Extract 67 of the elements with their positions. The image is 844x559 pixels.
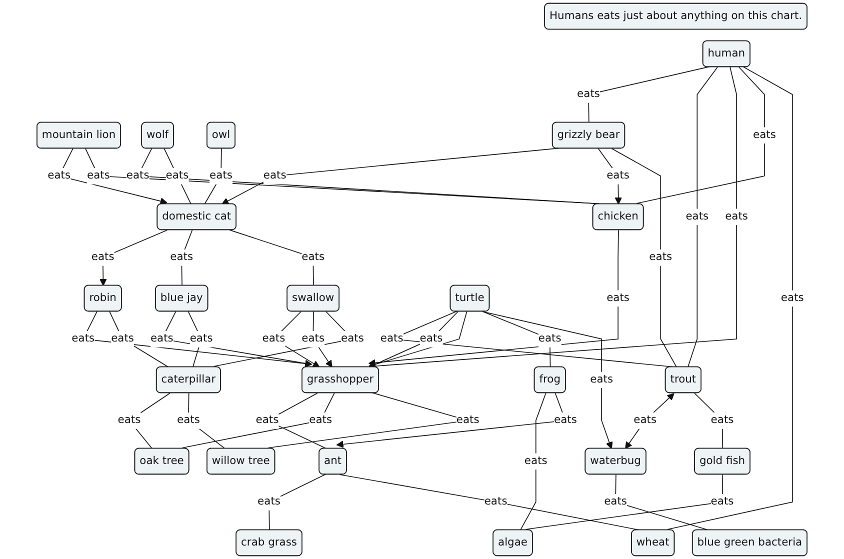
edge-label: eats (176, 414, 200, 426)
edge-label: eats (150, 332, 174, 345)
arrow (482, 311, 613, 450)
edge-label: eats (524, 454, 548, 468)
edge-label: eats (302, 251, 325, 264)
edge-label: eats (118, 414, 141, 426)
edge-label: eats (420, 332, 443, 345)
edge-label: eats (258, 496, 280, 508)
edge-label: eats (256, 414, 279, 426)
connector (636, 66, 765, 204)
edge-label: eats (710, 414, 734, 426)
edge-label: eats (210, 170, 232, 182)
arrow (625, 393, 674, 449)
edge-label: eats (753, 128, 776, 142)
edge-label: eats (126, 170, 150, 182)
edge-label: eats (606, 170, 630, 182)
connector (688, 66, 718, 368)
arrow (100, 230, 168, 286)
edge-label: eats (166, 170, 189, 182)
arrow (368, 230, 619, 366)
connector (694, 392, 724, 449)
connector (182, 392, 335, 448)
connector (520, 392, 546, 530)
edge-label: eats (456, 414, 480, 426)
edge-label: eats (590, 373, 614, 386)
connector (667, 66, 793, 530)
connector (525, 474, 724, 530)
connector (268, 474, 326, 530)
edge-label: eats (91, 251, 114, 264)
connector (482, 311, 551, 368)
edge-label: eats (780, 292, 804, 304)
edge-label: eats (309, 414, 332, 426)
connector (204, 148, 222, 204)
connector (188, 392, 225, 449)
connector (164, 148, 192, 204)
edge-label: eats (111, 332, 134, 345)
edge-label: eats (710, 496, 734, 508)
edge-label: eats (577, 88, 600, 100)
connector (109, 311, 168, 368)
edge-label: eats (170, 251, 194, 264)
edge-label: eats (484, 496, 508, 508)
edge-label: eats (190, 332, 213, 345)
connector (588, 66, 710, 123)
edge-label: eats (48, 170, 71, 182)
connector (188, 311, 202, 368)
edge-label: eats (263, 170, 286, 182)
edge-label: eats (686, 210, 709, 223)
connector (611, 148, 677, 368)
edge-label: eats (302, 332, 325, 345)
edge-label: eats (380, 332, 404, 345)
connector (615, 474, 708, 530)
edge-label: eats (725, 210, 748, 223)
edge-label: eats (86, 170, 110, 182)
edge-label: eats (341, 332, 364, 345)
edge-label: eats (262, 332, 286, 345)
connector (181, 230, 193, 286)
arrow (598, 148, 622, 204)
edge-label: eats (649, 251, 672, 264)
arrow (312, 311, 332, 368)
edge-label: eats (606, 292, 630, 304)
edge-label: eats (604, 496, 628, 508)
edge-label: eats (538, 332, 562, 345)
edge-label: eats (634, 414, 657, 426)
edge-label: eats (554, 414, 577, 426)
connector (229, 230, 314, 286)
edge-label: eats (72, 332, 95, 345)
connector (340, 474, 638, 530)
